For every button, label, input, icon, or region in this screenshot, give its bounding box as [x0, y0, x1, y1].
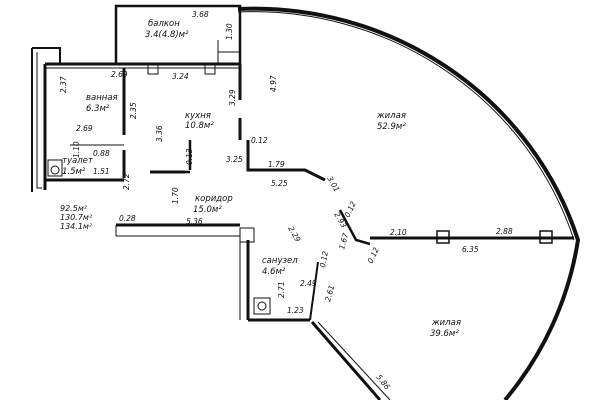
- dim-label: 0.88: [93, 149, 110, 158]
- dim-label: 2.71: [277, 281, 286, 298]
- dim-label: 2.69: [111, 70, 128, 79]
- total-area-3: 134.1м²: [60, 222, 93, 231]
- room-name-bath: ванная: [86, 93, 118, 103]
- dim-label: 1.79: [268, 160, 285, 169]
- room-name-toilet: туалет: [62, 156, 94, 166]
- dim-label: 2.69: [76, 124, 93, 133]
- dim-label: 1.51: [93, 167, 110, 176]
- dim-label: 3.24: [172, 72, 189, 81]
- dim-label: 1.10: [72, 141, 81, 158]
- dim-label: 5.25: [271, 179, 288, 188]
- room-area-wc: 4.6м²: [262, 267, 286, 277]
- dim-label: 5.86: [374, 373, 392, 392]
- dim-label: 2.49: [300, 279, 317, 288]
- room-name-balcony: балкон: [148, 19, 180, 29]
- room-area-corridor: 15.0м²: [193, 205, 222, 215]
- dim-label: 2.37: [59, 76, 68, 93]
- dim-label: 3.29: [228, 89, 237, 106]
- room-area-bath: 6.3м²: [86, 104, 110, 114]
- dim-label: 2.61: [323, 284, 336, 302]
- dim-label: 3.68: [192, 10, 209, 19]
- room-name-living-2: жилая: [431, 318, 461, 328]
- dim-label: 0.12: [251, 136, 268, 145]
- dim-label: 0.12: [343, 200, 358, 219]
- dim-label: 1.23: [287, 306, 304, 315]
- dim-label: 1.67: [337, 232, 350, 251]
- outer-arc-wall: [237, 6, 581, 400]
- dim-label: 2.35: [129, 102, 138, 119]
- dim-label: 3.25: [226, 155, 243, 164]
- room-area-living-2: 39.6м²: [430, 329, 459, 339]
- room-name-kitchen: кухня: [185, 111, 211, 121]
- dim-label: 1.70: [171, 187, 180, 204]
- total-area-2: 130.7м²: [60, 213, 93, 222]
- dim-label: 2.72: [122, 173, 131, 190]
- room-area-toilet: 1.5м²: [62, 167, 86, 177]
- room-area-living-1: 52.9м²: [377, 122, 406, 132]
- room-name-living-1: жилая: [376, 111, 406, 121]
- dim-label: 3.36: [155, 125, 164, 142]
- dim-label: 2.29: [286, 225, 302, 244]
- total-area-1: 92.5м²: [60, 204, 88, 213]
- dim-label: 0.13: [185, 148, 194, 165]
- dim-label: 5.36: [186, 217, 203, 226]
- room-name-wc: санузел: [262, 256, 298, 266]
- room-area-kitchen: 10.8м²: [185, 121, 214, 131]
- walls: [31, 4, 581, 400]
- dim-label: 3.01: [325, 175, 341, 194]
- room-area-balcony: 3.4(4.8)м²: [145, 30, 189, 40]
- room-name-corridor: коридор: [195, 194, 233, 204]
- dim-label: 0.12: [318, 250, 330, 268]
- dim-label: 6.35: [462, 245, 479, 254]
- dim-label: 4.97: [269, 75, 278, 92]
- dim-label: 1.30: [225, 23, 234, 40]
- dim-label: 2.10: [390, 228, 407, 237]
- dim-label: 0.12: [366, 246, 381, 265]
- dim-label: 0.28: [119, 214, 136, 223]
- dim-label: 2.88: [496, 227, 513, 236]
